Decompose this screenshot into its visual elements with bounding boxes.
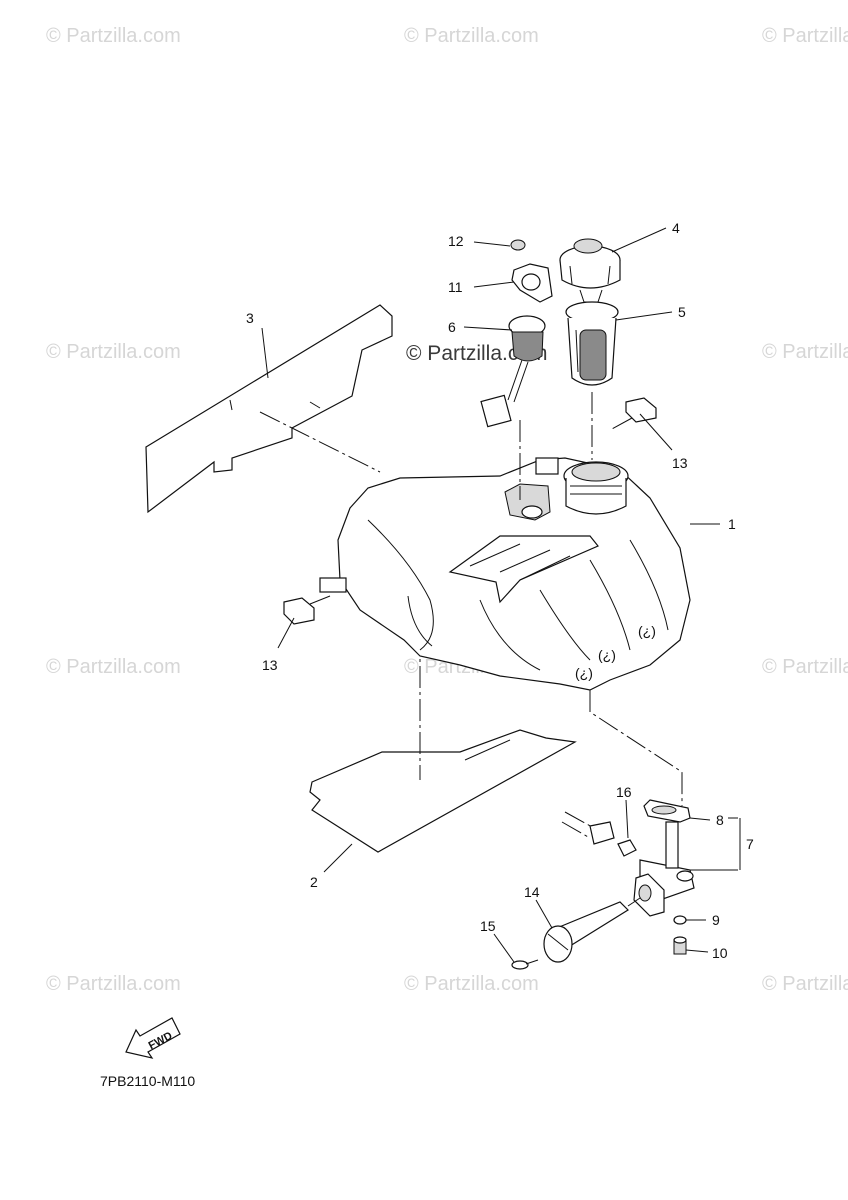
part-14-lever[interactable] [543, 901, 629, 963]
callout-3[interactable]: 3 [246, 310, 254, 326]
part-1-fuel-tank[interactable]: (¿) (¿) (¿) [319, 457, 691, 691]
callout-5[interactable]: 5 [678, 304, 686, 320]
watermark: © Partzilla.com [404, 25, 539, 47]
callout-12[interactable]: 12 [448, 233, 464, 249]
part-12-screw[interactable] [510, 239, 526, 251]
part-15-screw[interactable] [511, 959, 539, 970]
part-4-fuel-cap[interactable] [559, 238, 621, 303]
callout-15[interactable]: 15 [480, 918, 496, 934]
part-11-gasket[interactable] [511, 263, 553, 303]
watermark: © Partzilla.com [404, 973, 539, 995]
callout-13-upper[interactable]: 13 [672, 455, 688, 471]
part-6-fuel-gauge[interactable] [480, 315, 546, 428]
guide-line [589, 690, 683, 806]
callout-14[interactable]: 14 [524, 884, 540, 900]
part-10-screw[interactable] [673, 936, 687, 955]
svg-text:(¿): (¿) [598, 647, 616, 663]
diagram-code: 7PB2110-M110 [100, 1073, 195, 1089]
part-13-damper-upper[interactable] [625, 397, 657, 423]
fwd-arrow-icon: FWD [125, 1017, 181, 1059]
watermark: © Partzilla.com [46, 973, 181, 995]
guide-line [609, 417, 633, 431]
watermark: © Partzilla.com [762, 656, 848, 678]
leader-lines [261, 227, 741, 963]
callout-labels: 1 2 3 4 5 6 7 8 9 10 11 12 13 13 14 15 1… [246, 220, 754, 961]
part-13-damper-lower[interactable] [283, 597, 315, 625]
callout-2[interactable]: 2 [310, 874, 318, 890]
watermark-center: © Partzilla.com [406, 342, 548, 365]
watermark: © Partzilla.com [46, 25, 181, 47]
svg-text:(¿): (¿) [638, 623, 656, 639]
part-7-fuel-cock[interactable] [633, 821, 695, 917]
callout-9[interactable]: 9 [712, 912, 720, 928]
watermark: © Partzilla.com [762, 341, 848, 363]
watermark: © Partzilla.com [762, 973, 848, 995]
callout-10[interactable]: 10 [712, 945, 728, 961]
guide-line [627, 897, 641, 907]
part-16-nipple[interactable] [617, 839, 637, 857]
watermark: © Partzilla.com [762, 25, 848, 47]
callout-13-lower[interactable]: 13 [262, 657, 278, 673]
part-2-plate[interactable] [309, 729, 577, 853]
fuel-hose [561, 811, 615, 845]
watermark: © Partzilla.com [46, 656, 181, 678]
callout-16[interactable]: 16 [616, 784, 632, 800]
part-5-strainer[interactable] [565, 301, 619, 386]
callout-11[interactable]: 11 [448, 279, 463, 295]
watermark: © Partzilla.com [46, 341, 181, 363]
callout-7[interactable]: 7 [746, 836, 754, 852]
part-8-gasket[interactable] [643, 799, 691, 823]
callout-1[interactable]: 1 [728, 516, 736, 532]
svg-text:(¿): (¿) [575, 665, 593, 681]
guide-line [309, 595, 331, 605]
part-3-panel[interactable] [145, 304, 393, 514]
part-9-washer[interactable] [673, 915, 687, 925]
callout-6[interactable]: 6 [448, 319, 456, 335]
callout-8[interactable]: 8 [716, 812, 724, 828]
callout-4[interactable]: 4 [672, 220, 680, 236]
